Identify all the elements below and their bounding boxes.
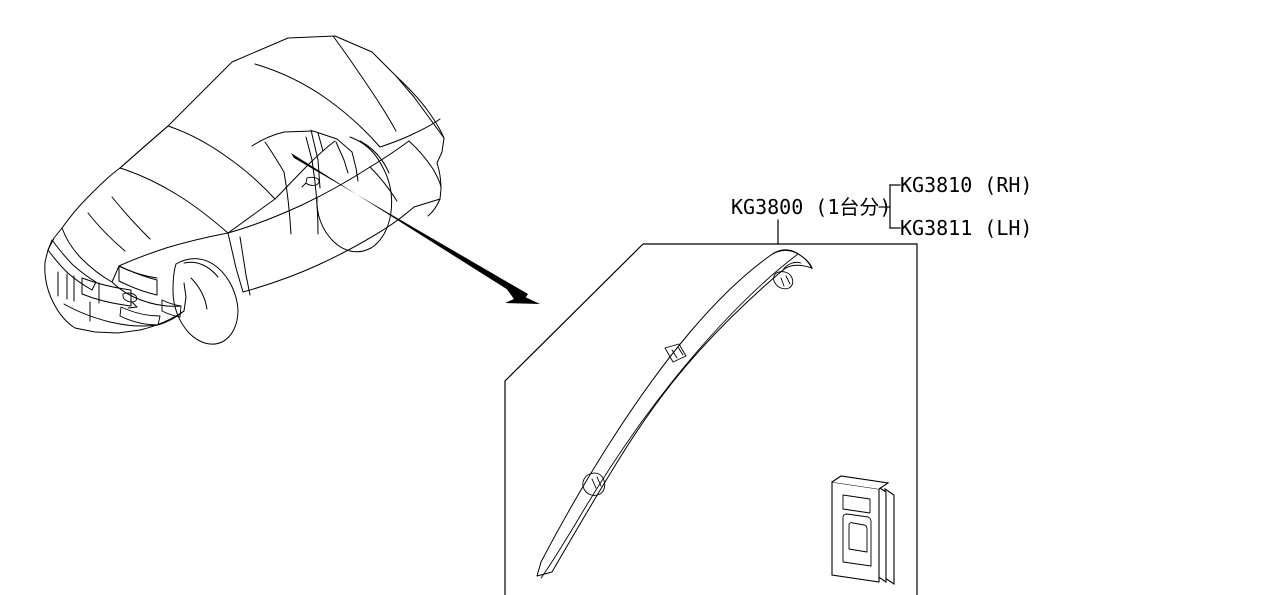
instruction-booklet-icon — [831, 475, 895, 586]
roof-side-molding-part — [536, 249, 813, 579]
part-number-callouts: KG3800 (1台分) KG3810 (RH) KG3811 (LH) — [731, 173, 1032, 245]
vehicle-overview-illustration — [44, 35, 445, 345]
assembly-part-label: KG3800 (1台分) — [731, 195, 891, 219]
variant-label-lh: KG3811 (LH) — [900, 216, 1032, 240]
variant-label-rh: KG3810 (RH) — [900, 173, 1032, 197]
detail-callout-arrow — [291, 153, 540, 304]
detail-panel-border — [504, 243, 918, 595]
